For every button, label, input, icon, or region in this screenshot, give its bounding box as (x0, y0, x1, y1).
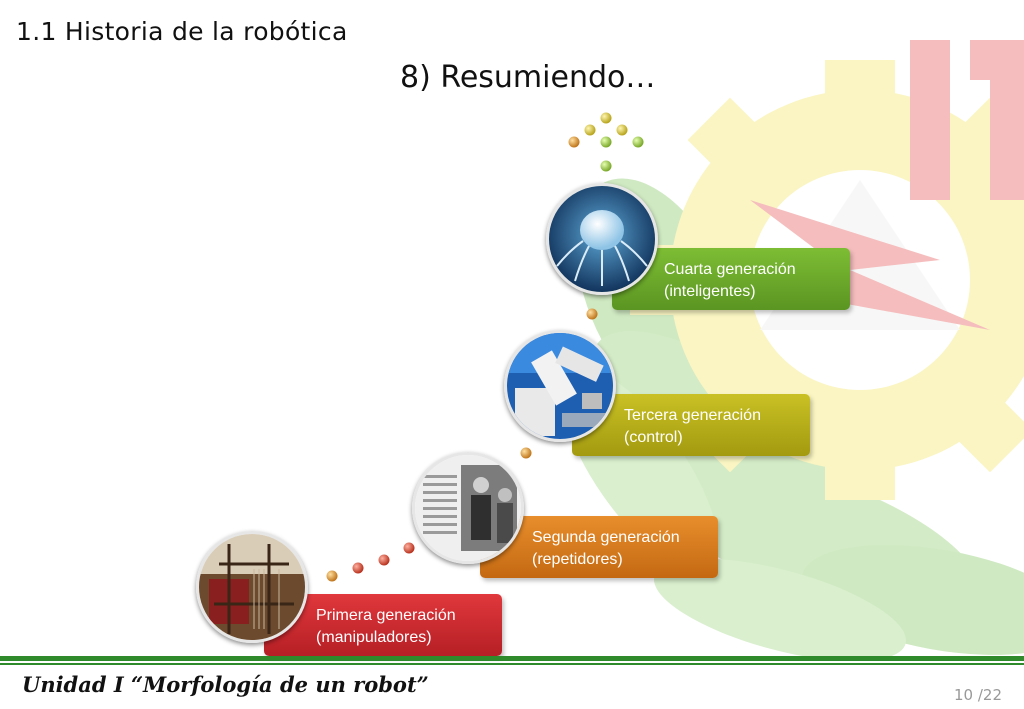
generation-card-3-subtitle: (control) (624, 429, 683, 446)
slide-title: 8) Resumiendo… (400, 60, 656, 95)
generation-card-4-subtitle: (inteligentes) (664, 283, 756, 300)
generation-card-1-subtitle: (manipuladores) (316, 629, 432, 646)
generation-card-1-title: Primera generación (316, 607, 456, 624)
section-title: 1.1 Historia de la robótica (16, 17, 348, 46)
footer-line-thin (0, 663, 1024, 665)
page-current: 10 (953, 686, 974, 704)
generation-card-2-title: Segunda generación (532, 529, 680, 546)
page-total: /22 (977, 686, 1002, 704)
footer-unit-title: Unidad I “Morfología de un robot” (22, 672, 429, 697)
photo-intelligent-robot (546, 183, 658, 295)
generation-card-3-title: Tercera generación (624, 407, 761, 424)
page-number: 10 /22 (954, 686, 1002, 704)
photo-repeater-newspaper (412, 452, 524, 564)
institute-logo-watermark (561, 40, 1024, 660)
generation-card-2-subtitle: (repetidores) (532, 551, 623, 568)
photo-industrial-robot-arm (504, 330, 616, 442)
footer-line-thick (0, 656, 1024, 661)
generation-card-4-title: Cuarta generación (664, 261, 796, 278)
photo-manipulator-loom (196, 531, 308, 643)
